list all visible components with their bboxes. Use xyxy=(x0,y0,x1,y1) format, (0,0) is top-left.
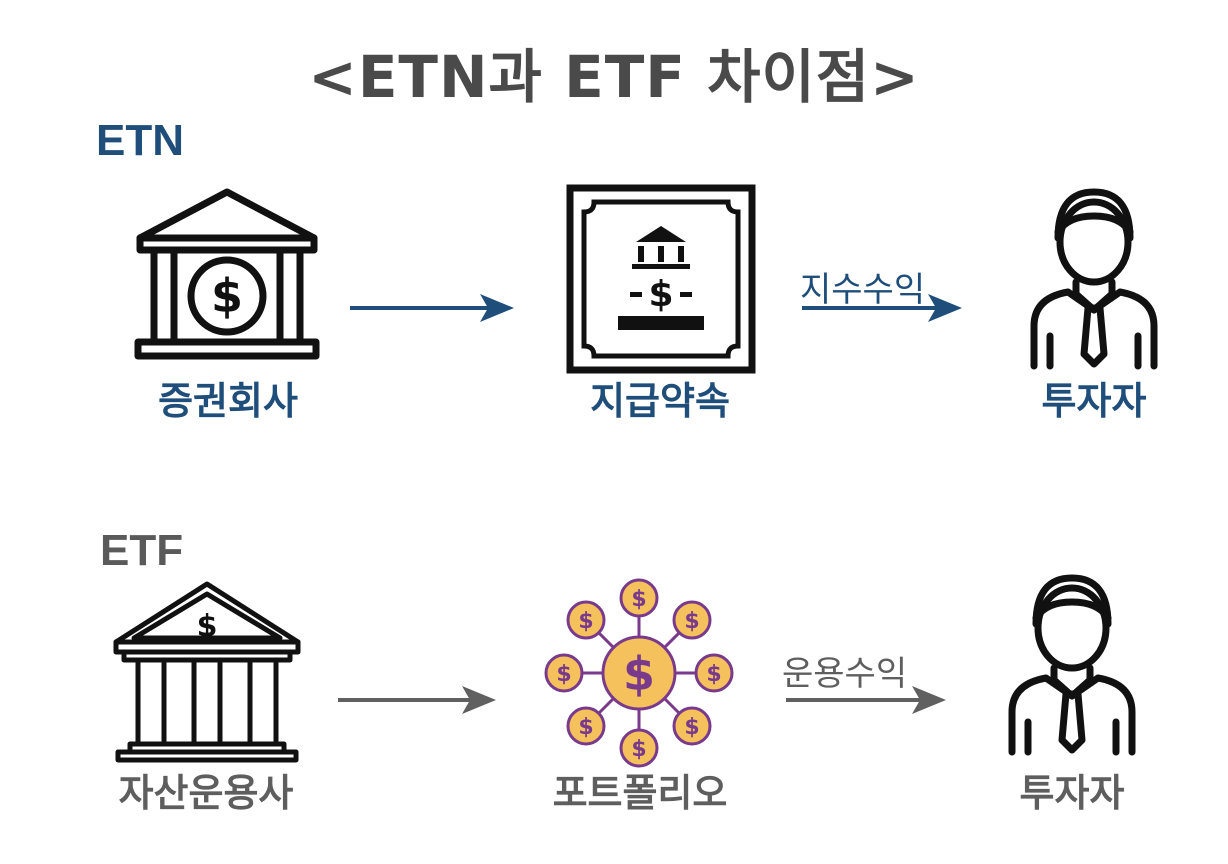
node-portfolio: 포트폴리오 xyxy=(552,771,728,815)
bank-icon: $ xyxy=(134,188,320,360)
svg-text:$: $ xyxy=(684,715,699,740)
svg-text:$: $ xyxy=(623,647,655,701)
arrow-right-icon xyxy=(338,686,496,714)
arrow-right-icon xyxy=(786,686,946,714)
investor-icon xyxy=(1030,188,1158,370)
node-payment-promise: 지급약속 xyxy=(590,379,730,423)
page-title: <ETN과 ETF 차이점> xyxy=(308,43,920,111)
svg-text:$: $ xyxy=(631,587,646,612)
node-asset-manager: 자산운용사 xyxy=(118,771,294,815)
investor-icon xyxy=(1008,574,1136,756)
svg-text:$: $ xyxy=(211,269,243,323)
node-investor: 투자자 xyxy=(1019,771,1125,815)
svg-text:$: $ xyxy=(578,715,593,740)
etn-section-label: ETN xyxy=(96,116,184,165)
portfolio-coins-icon: $ $ $ $ $ $ $ $ $ xyxy=(544,578,734,768)
bank-icon: $ xyxy=(113,581,301,763)
node-securities-firm: 증권회사 xyxy=(158,379,298,423)
arrow-right-icon xyxy=(350,294,514,322)
svg-text:$: $ xyxy=(648,274,673,315)
svg-text:$: $ xyxy=(631,737,646,762)
svg-text:$: $ xyxy=(197,609,218,644)
svg-text:$: $ xyxy=(684,609,699,634)
node-investor: 투자자 xyxy=(1041,379,1147,423)
svg-text:$: $ xyxy=(706,662,721,687)
etf-arrow-label: 운용수익 xyxy=(782,654,908,694)
svg-text:$: $ xyxy=(556,662,571,687)
arrow-right-icon xyxy=(802,294,962,322)
etn-arrow-label: 지수수익 xyxy=(800,270,926,310)
svg-text:$: $ xyxy=(578,609,593,634)
certificate-icon: $ xyxy=(566,184,756,374)
etf-section-label: ETF xyxy=(100,526,184,575)
